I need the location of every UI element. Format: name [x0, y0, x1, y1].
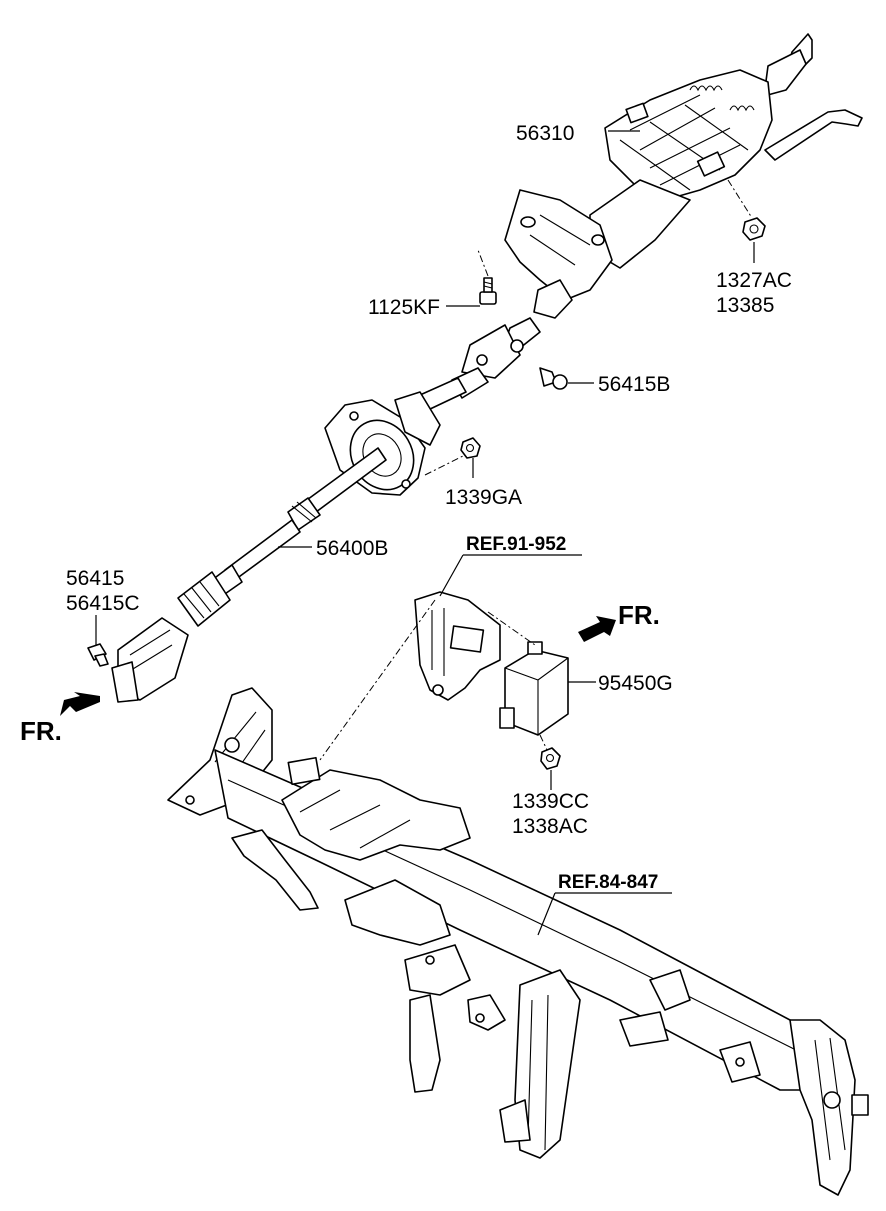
bolt-universal-joint — [539, 367, 568, 390]
steering-column-assembly — [504, 33, 863, 319]
fr-label-left: FR. — [20, 716, 62, 746]
leader-lines — [95, 130, 755, 936]
front-direction-arrow-left: FR. — [20, 692, 100, 746]
ref-91-952: REF.91-952 — [466, 534, 566, 555]
label-56415c: 56415C — [66, 592, 140, 615]
label-1125kf: 1125KF — [368, 296, 440, 319]
label-56415: 56415 — [66, 567, 124, 590]
label-56415b: 56415B — [598, 373, 670, 396]
label-1338ac: 1338AC — [512, 815, 588, 838]
label-56400b: 56400B — [316, 537, 388, 560]
ref-84-847: REF.84-847 — [558, 872, 658, 893]
front-direction-arrow-right: FR. — [578, 600, 660, 642]
bolt-lower-joint — [87, 643, 109, 667]
intermediate-shaft-assembly — [111, 317, 541, 703]
bolt-column-mount — [479, 277, 497, 305]
label-13385: 13385 — [716, 294, 774, 317]
flange-nut-upper — [742, 217, 766, 241]
flange-nut-module — [540, 747, 561, 770]
label-1339cc: 1339CC — [512, 790, 589, 813]
label-1339ga: 1339GA — [445, 486, 522, 509]
label-95450g: 95450G — [598, 672, 673, 695]
fr-label-right: FR. — [618, 600, 660, 630]
cowl-cross-bar — [167, 687, 869, 1196]
nut-dust-cover — [460, 437, 481, 459]
control-module — [499, 641, 569, 736]
label-1327ac: 1327AC — [716, 269, 792, 292]
label-56310: 56310 — [516, 122, 574, 145]
module-bracket — [414, 591, 501, 701]
